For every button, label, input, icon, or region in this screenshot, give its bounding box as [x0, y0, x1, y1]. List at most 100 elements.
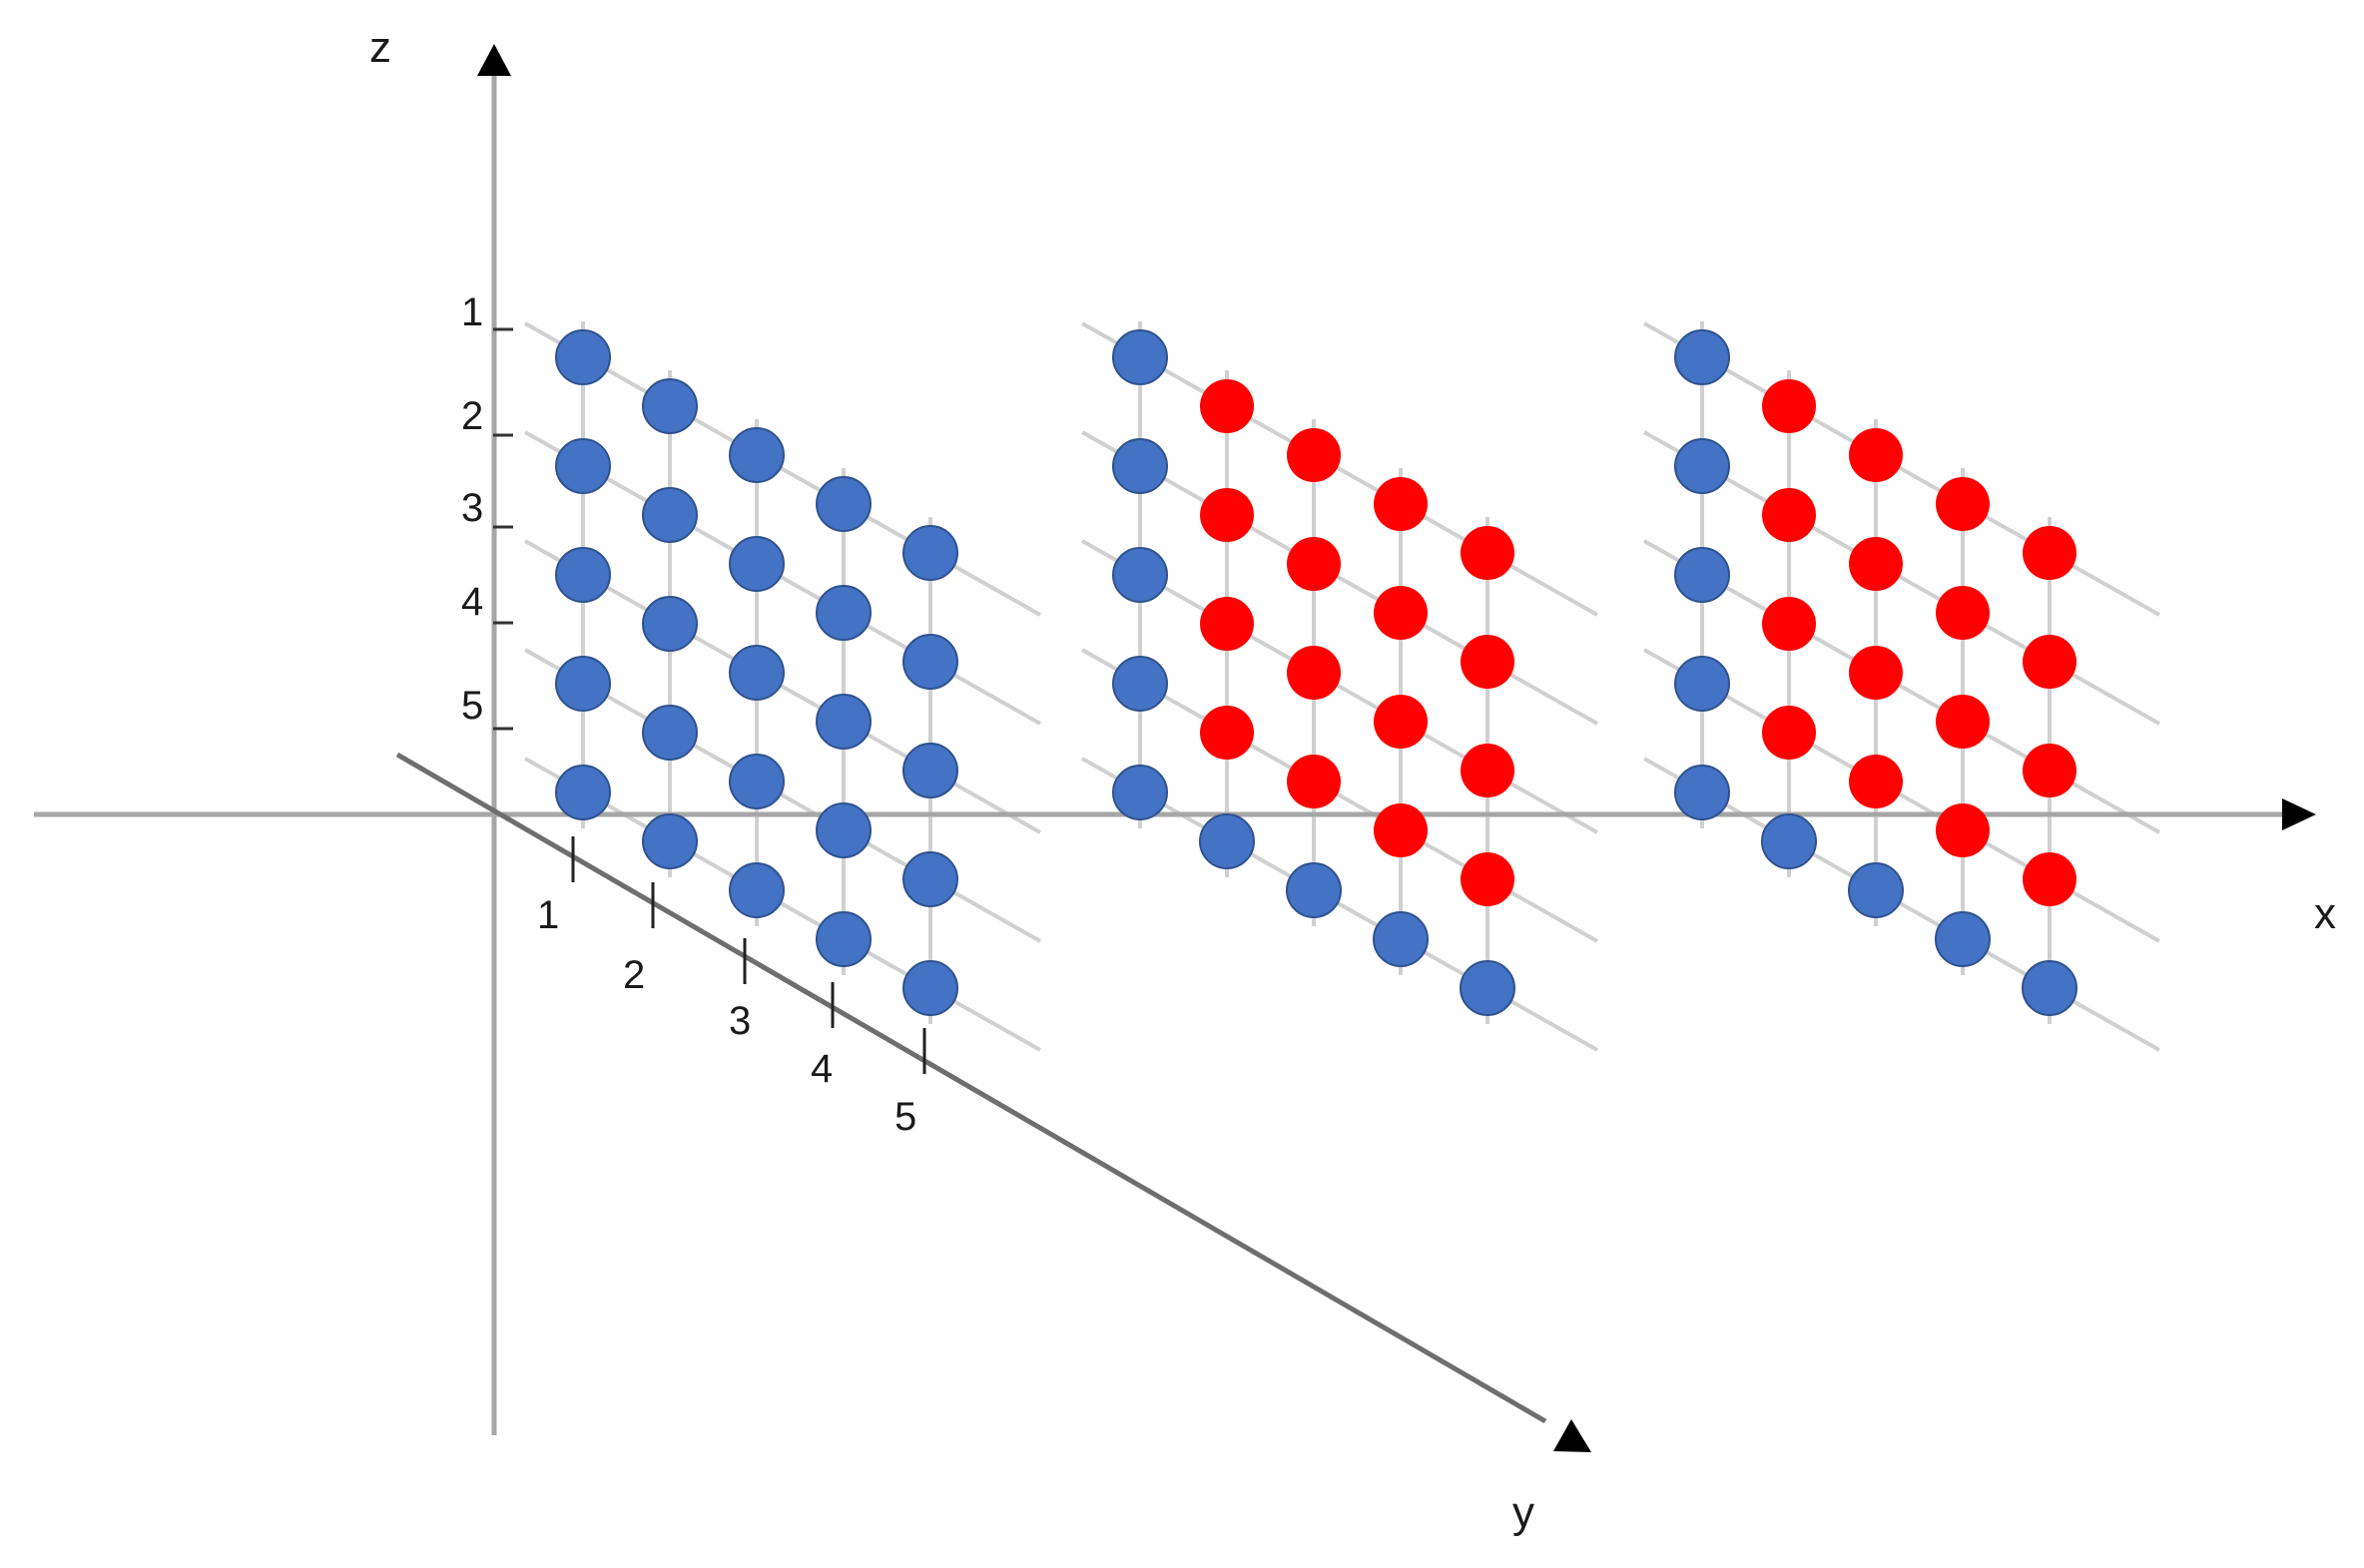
z-tick-label-5: 5	[461, 684, 483, 728]
z-tick-label-3: 3	[461, 486, 483, 530]
grid-row-line	[1081, 648, 1598, 943]
y-axis-line	[395, 752, 1547, 1424]
red-point	[1374, 695, 1428, 749]
blue-point	[1112, 656, 1168, 712]
blue-point	[1460, 960, 1515, 1016]
blue-point	[555, 329, 611, 385]
blue-point	[1286, 862, 1342, 918]
grid-row-line	[1643, 648, 2160, 943]
y-axis-arrow-icon	[1553, 1419, 1591, 1452]
red-point	[2023, 635, 2076, 689]
red-point	[1849, 428, 1903, 482]
blue-point	[555, 765, 611, 820]
red-point	[1849, 755, 1903, 808]
blue-point	[642, 813, 698, 869]
red-point	[1936, 586, 1990, 640]
red-point	[1461, 526, 1514, 580]
grid-row-line	[1643, 539, 2160, 834]
red-point	[1374, 803, 1428, 857]
red-point	[1461, 852, 1514, 906]
blue-point	[642, 596, 698, 652]
y-tick-label-4: 4	[811, 1047, 833, 1091]
blue-point	[555, 656, 611, 712]
red-point	[1461, 635, 1514, 689]
blue-point	[816, 802, 872, 858]
blue-point	[1761, 813, 1817, 869]
blue-point	[1674, 438, 1730, 494]
red-point	[2023, 526, 2076, 580]
blue-point	[642, 487, 698, 543]
red-point	[1762, 706, 1816, 760]
blue-point	[1935, 911, 1991, 967]
grid-row-line	[1081, 539, 1598, 834]
y-axis-label: y	[1512, 1488, 1534, 1537]
blue-point	[1674, 329, 1730, 385]
blue-point	[1112, 765, 1168, 820]
y-tick-label-2: 2	[623, 953, 645, 997]
red-point	[1374, 477, 1428, 531]
blue-point	[729, 754, 785, 809]
blue-point	[729, 862, 785, 918]
blue-point	[729, 645, 785, 701]
blue-point	[1199, 813, 1255, 869]
blue-point	[729, 536, 785, 592]
red-point	[1762, 488, 1816, 542]
grid-row-line	[1643, 430, 2160, 726]
red-point	[1287, 755, 1341, 808]
lattice-points	[555, 329, 2077, 1016]
blue-point	[902, 960, 958, 1016]
grid-lines	[524, 321, 2160, 1052]
y-tick-label-1: 1	[537, 893, 559, 937]
red-point	[1461, 744, 1514, 797]
axes	[34, 44, 2316, 1452]
red-point	[1200, 379, 1254, 433]
red-point	[1762, 379, 1816, 433]
grid-row-line	[1081, 321, 1598, 617]
blue-point	[902, 851, 958, 907]
blue-point	[816, 585, 872, 641]
blue-point	[1373, 911, 1429, 967]
blue-point	[555, 547, 611, 603]
blue-point	[902, 525, 958, 581]
red-point	[1374, 586, 1428, 640]
blue-point	[1848, 862, 1904, 918]
tick-marks	[493, 327, 926, 1074]
red-point	[1936, 477, 1990, 531]
y-tick-label-5: 5	[894, 1095, 916, 1139]
red-point	[1287, 428, 1341, 482]
red-point	[1287, 646, 1341, 700]
blue-point	[1112, 547, 1168, 603]
x-axis-arrow-icon	[2282, 798, 2316, 830]
red-point	[1200, 488, 1254, 542]
blue-point	[1674, 656, 1730, 712]
red-point	[2023, 744, 2076, 797]
blue-point	[2022, 960, 2077, 1016]
grid-row-line	[1643, 321, 2160, 617]
red-point	[1936, 803, 1990, 857]
z-tick-label-4: 4	[461, 580, 483, 624]
blue-point	[555, 438, 611, 494]
blue-point	[642, 705, 698, 761]
blue-point	[816, 694, 872, 750]
red-point	[1762, 597, 1816, 651]
z-tick-label-1: 1	[461, 290, 483, 334]
blue-point	[902, 634, 958, 690]
z-axis-arrow-icon	[477, 44, 511, 76]
blue-point	[1112, 438, 1168, 494]
red-point	[1936, 695, 1990, 749]
red-point	[1849, 537, 1903, 591]
blue-point	[902, 743, 958, 798]
blue-point	[1674, 547, 1730, 603]
blue-point	[1112, 329, 1168, 385]
blue-point	[816, 911, 872, 967]
y-tick-label-3: 3	[729, 999, 751, 1043]
blue-point	[729, 427, 785, 483]
x-axis-label: x	[2314, 889, 2336, 938]
blue-point	[1674, 765, 1730, 820]
red-point	[1287, 537, 1341, 591]
blue-point	[642, 378, 698, 434]
red-point	[2023, 852, 2076, 906]
red-point	[1200, 706, 1254, 760]
grid-row-line	[1081, 430, 1598, 726]
